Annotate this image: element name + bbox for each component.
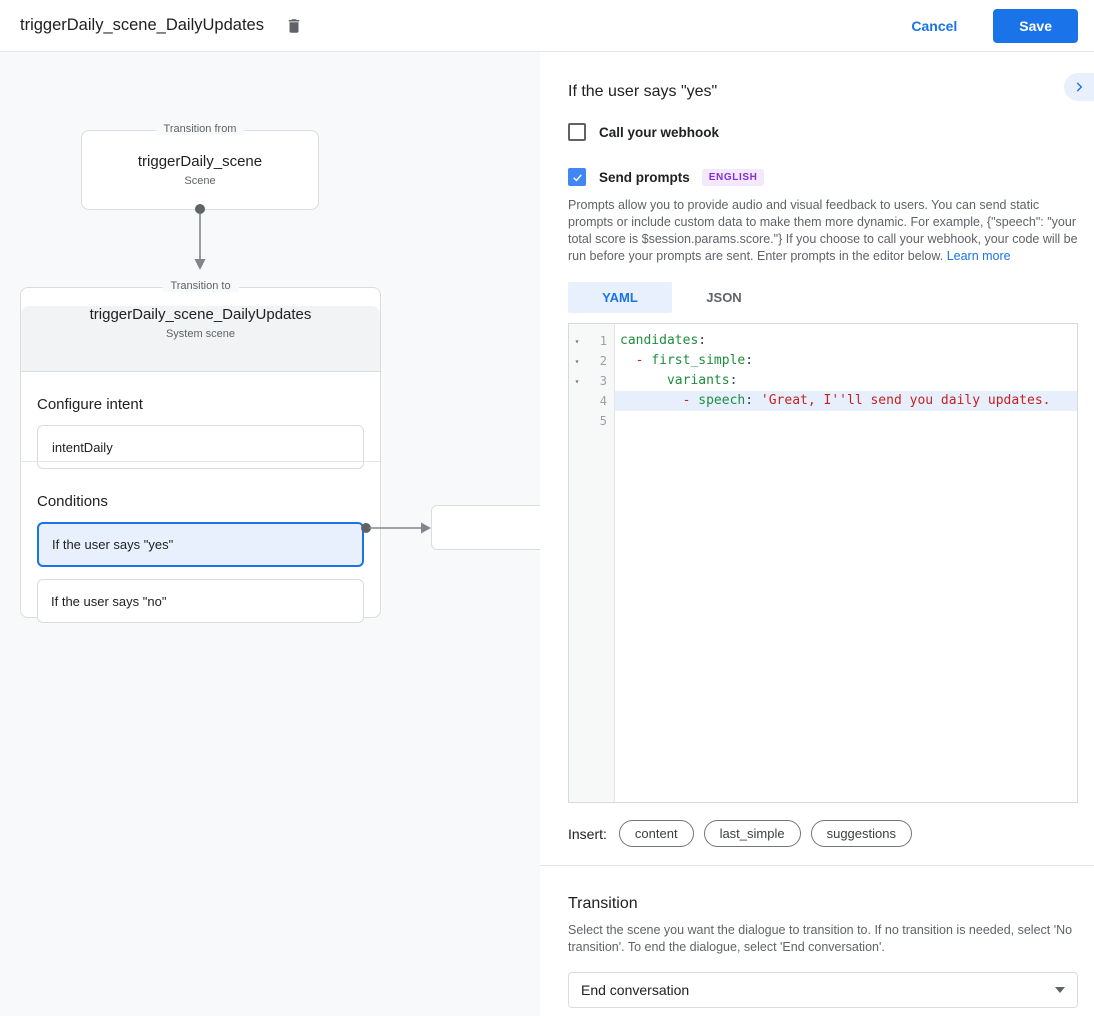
to-node-subtitle: System scene [165, 328, 236, 340]
transition-target-node[interactable] [431, 505, 540, 550]
panel-title: If the user says "yes" [568, 83, 718, 100]
collapse-panel-button[interactable] [1064, 73, 1094, 101]
code-token: - [635, 353, 652, 368]
call-webhook-checkbox[interactable] [568, 123, 586, 141]
condition-detail-panel: If the user says "yes" Call your webhook… [540, 52, 1094, 1016]
line-number: 5 [599, 414, 607, 428]
code-token: : [745, 353, 754, 368]
condition-label: If the user says "yes" [52, 537, 174, 552]
from-node-legend: Transition from [155, 123, 245, 135]
tab-json[interactable]: JSON [706, 290, 742, 305]
intent-item[interactable]: intentDaily [37, 425, 364, 469]
code-token: - [682, 393, 699, 408]
code-line[interactable] [615, 411, 1077, 431]
trash-icon [288, 18, 300, 33]
to-node-header: triggerDaily_scene_DailyUpdates System s… [21, 306, 380, 372]
transition-select[interactable]: End conversation [568, 972, 1078, 1008]
insert-row: Insert: content last_simple suggestions [568, 820, 1078, 847]
caret-down-icon [1055, 987, 1065, 993]
condition-item-no[interactable]: If the user says "no" [37, 579, 364, 623]
send-prompts-checkbox[interactable] [568, 168, 586, 186]
transition-arrow-down [194, 214, 206, 270]
yaml-prompt-editor[interactable]: ▾ 1 ▾ 2 ▾ 3 4 5 candidates: - first_simple: var… [568, 323, 1078, 803]
code-line[interactable]: variants: [615, 371, 1077, 391]
prompts-description-text: Prompts allow you to provide audio and v… [568, 198, 1078, 263]
insert-chip-last-simple[interactable]: last_simple [703, 820, 801, 847]
transition-section-title: Transition [568, 895, 638, 912]
editor-format-tabs: YAML JSON [568, 282, 1078, 313]
chevron-right-icon [1076, 82, 1083, 92]
learn-more-link[interactable]: Learn more [946, 249, 1011, 263]
card-divider [21, 461, 380, 462]
code-line[interactable]: candidates: [615, 331, 1077, 351]
delete-button[interactable] [282, 14, 306, 38]
editor-code-area[interactable]: candidates: - first_simple: variants: - … [615, 324, 1077, 802]
code-token: speech [698, 393, 746, 408]
code-token: first_simple [651, 353, 746, 368]
scene-flow-canvas[interactable]: Transition from triggerDaily_scene Scene… [0, 52, 540, 1016]
line-number: 4 [599, 394, 607, 408]
to-node-legend: Transition to [162, 280, 239, 292]
from-scene-node[interactable]: Transition from triggerDaily_scene Scene [81, 123, 319, 214]
editor-gutter: ▾ 1 ▾ 2 ▾ 3 4 5 [569, 324, 615, 802]
to-node-title: triggerDaily_scene_DailyUpdates [89, 306, 312, 323]
save-button[interactable]: Save [993, 8, 1078, 43]
code-token: : [729, 373, 738, 388]
code-token: variants [666, 373, 730, 388]
code-line[interactable]: - speech: 'Great, I''ll send you daily u… [615, 391, 1077, 411]
tab-yaml[interactable]: YAML [568, 282, 672, 313]
language-badge: ENGLISH [701, 168, 765, 186]
cancel-button[interactable]: Cancel [911, 17, 958, 34]
insert-label: Insert: [568, 825, 607, 842]
condition-label: If the user says "no" [51, 593, 167, 609]
line-number: 1 [599, 334, 607, 348]
prompts-description: Prompts allow you to provide audio and v… [568, 197, 1078, 265]
insert-chip-content[interactable]: content [618, 820, 694, 847]
line-number: 2 [599, 354, 607, 368]
condition-arrow-right [369, 522, 431, 534]
call-webhook-label: Call your webhook [599, 124, 720, 140]
send-prompts-label: Send prompts [599, 169, 690, 185]
check-icon [572, 173, 582, 182]
code-token [620, 353, 636, 368]
section-divider [540, 865, 1094, 866]
condition-port-dot [361, 523, 371, 533]
fold-toggle-icon[interactable]: ▾ [574, 336, 580, 346]
code-line[interactable]: - first_simple: [615, 351, 1077, 371]
fold-toggle-icon[interactable]: ▾ [574, 376, 580, 386]
intent-name: intentDaily [52, 439, 113, 455]
code-token: 'Great, I''ll send you daily updates. [760, 393, 1051, 408]
line-number: 3 [599, 374, 607, 388]
top-bar: triggerDaily_scene_DailyUpdates Cancel S… [0, 0, 1094, 52]
configure-intent-label: Configure intent [37, 396, 143, 413]
to-scene-node[interactable]: Transition to triggerDaily_scene_DailyUp… [20, 280, 381, 623]
from-node-title: triggerDaily_scene [137, 153, 263, 170]
condition-item-yes[interactable]: If the user says "yes" [37, 522, 364, 567]
connector-port-dot [195, 204, 205, 214]
code-token: : [698, 333, 707, 348]
insert-chip-suggestions[interactable]: suggestions [810, 820, 912, 847]
conditions-label: Conditions [37, 493, 108, 510]
code-token [620, 373, 667, 388]
code-token: candidates [620, 333, 699, 348]
code-token [620, 393, 683, 408]
fold-toggle-icon[interactable]: ▾ [574, 356, 580, 366]
page-title: triggerDaily_scene_DailyUpdates [20, 16, 264, 34]
from-node-subtitle: Scene [184, 175, 216, 187]
transition-description: Select the scene you want the dialogue t… [568, 923, 1073, 954]
transition-selected-value: End conversation [581, 982, 690, 998]
code-token: : [745, 393, 761, 408]
